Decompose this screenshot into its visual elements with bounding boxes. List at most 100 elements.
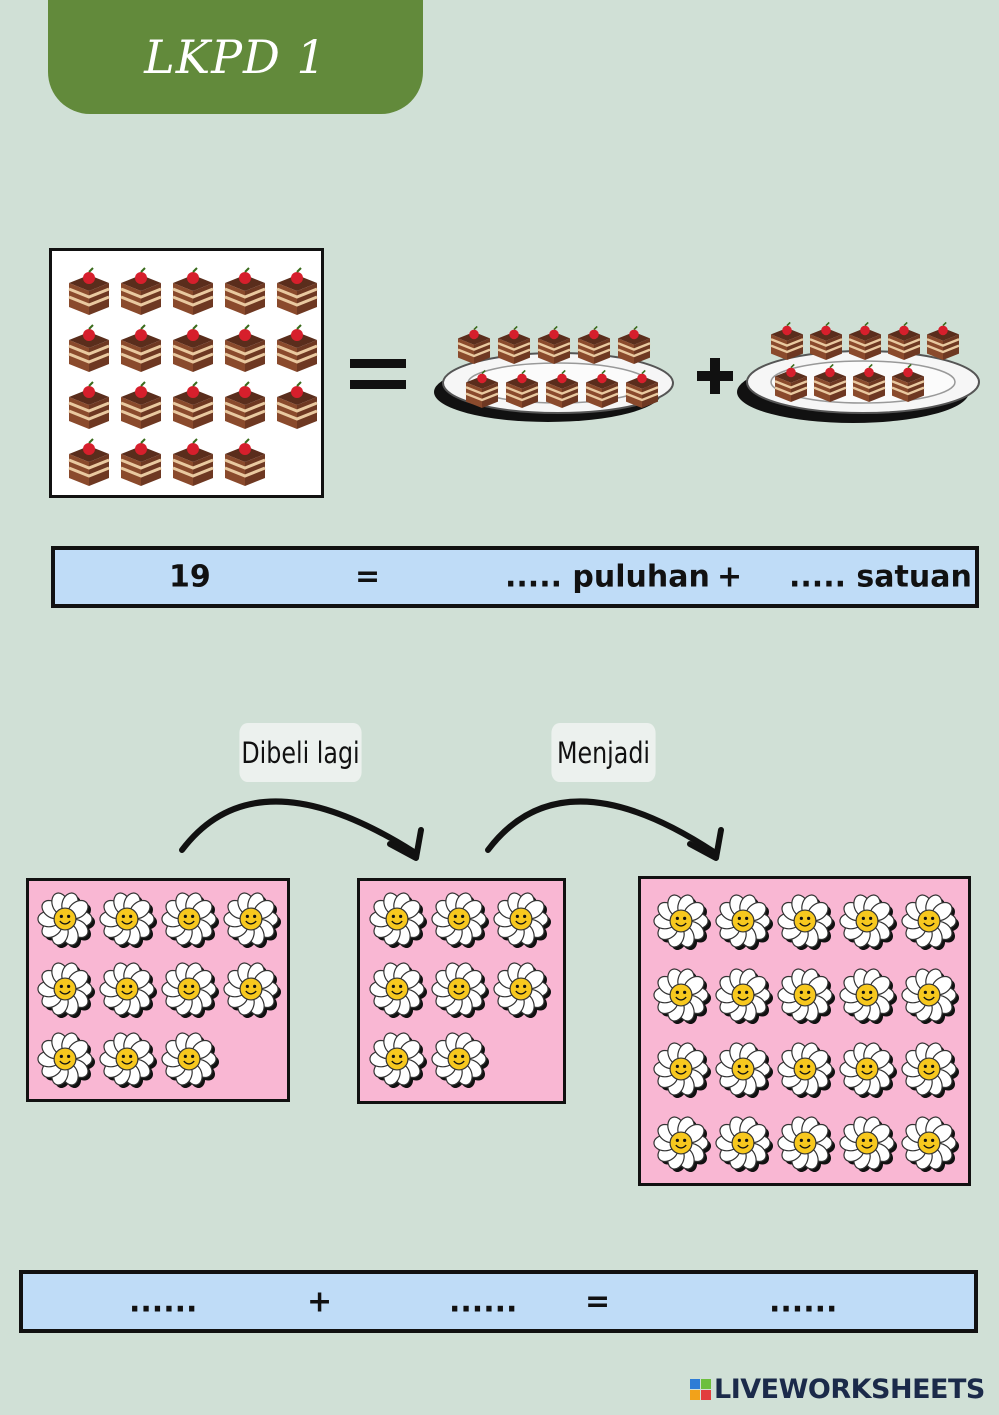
flower-grid-total xyxy=(653,894,960,1172)
cake-icon xyxy=(68,438,110,486)
answer-bar-addition: ...... + ...... = ...... xyxy=(19,1270,978,1333)
cake-icon xyxy=(577,325,611,364)
plate2-cakes xyxy=(770,321,960,402)
smiley-flower-icon xyxy=(493,892,552,948)
smiley-flower-icon xyxy=(369,1032,428,1088)
cake-icon xyxy=(172,438,214,486)
cake-icon xyxy=(625,369,659,408)
plate-ones xyxy=(737,321,980,423)
answer-tens-field[interactable]: ..... puluhan xyxy=(505,559,710,595)
cake-icon xyxy=(585,369,619,408)
cake-icon xyxy=(848,321,882,360)
cake-icon xyxy=(457,325,491,364)
smiley-flower-icon xyxy=(777,1116,836,1172)
flower-grid-start xyxy=(37,892,282,1088)
cake-icon xyxy=(852,363,886,402)
smiley-flower-icon xyxy=(223,892,282,948)
smiley-flower-icon xyxy=(37,892,96,948)
cake-icon xyxy=(224,324,266,372)
cake-grid xyxy=(68,267,318,486)
answer-sum-field[interactable]: ...... xyxy=(769,1284,838,1319)
answer-equals: = xyxy=(585,1284,611,1319)
smiley-flower-icon xyxy=(161,892,220,948)
smiley-flower-icon xyxy=(901,968,960,1024)
smiley-flower-icon xyxy=(223,962,282,1018)
cake-icon xyxy=(545,369,579,408)
smiley-flower-icon xyxy=(161,962,220,1018)
cake-icon xyxy=(809,321,843,360)
cake-icon xyxy=(120,381,162,429)
logo-text: LIVEWORKSHEETS xyxy=(714,1374,985,1405)
cake-icon xyxy=(120,324,162,372)
flower-box-added xyxy=(357,878,566,1104)
answer-number: 19 xyxy=(169,559,211,595)
cake-icon xyxy=(276,324,318,372)
plate1-cakes xyxy=(457,325,659,408)
smiley-flower-icon xyxy=(653,968,712,1024)
answer-ones-field[interactable]: ..... satuan xyxy=(789,559,972,595)
smiley-flower-icon xyxy=(715,1042,774,1098)
smiley-flower-icon xyxy=(839,1116,898,1172)
smiley-flower-icon xyxy=(653,894,712,950)
plate-tens xyxy=(434,325,674,422)
smiley-flower-icon xyxy=(161,1032,220,1088)
cake-icon xyxy=(120,267,162,315)
liveworksheets-logo-icon xyxy=(690,1379,711,1400)
flower-grid-added xyxy=(369,892,552,1088)
answer-addend-a-field[interactable]: ...... xyxy=(129,1284,198,1319)
cake-group-box xyxy=(49,248,324,498)
page-title: LKPD 1 xyxy=(48,0,423,114)
cake-icon xyxy=(497,325,531,364)
arrow-bought-more-icon xyxy=(179,798,424,861)
smiley-flower-icon xyxy=(839,968,898,1024)
smiley-flower-icon xyxy=(369,962,428,1018)
cake-icon xyxy=(224,267,266,315)
answer-plus: + xyxy=(717,559,743,595)
cake-icon xyxy=(537,325,571,364)
smiley-flower-icon xyxy=(431,1032,490,1088)
smiley-flower-icon xyxy=(777,894,836,950)
flower-box-total xyxy=(638,876,971,1186)
arrow-becomes-icon xyxy=(485,798,724,861)
smiley-flower-icon xyxy=(715,968,774,1024)
smiley-flower-icon xyxy=(839,894,898,950)
answer-plus: + xyxy=(307,1284,333,1319)
smiley-flower-icon xyxy=(901,1042,960,1098)
cake-icon xyxy=(774,363,808,402)
cake-icon xyxy=(172,324,214,372)
cake-icon xyxy=(68,267,110,315)
cake-icon xyxy=(887,321,921,360)
plus-sign xyxy=(695,356,735,401)
cake-icon xyxy=(813,363,847,402)
smiley-flower-icon xyxy=(901,894,960,950)
equals-sign xyxy=(348,355,408,400)
smiley-flower-icon xyxy=(839,1042,898,1098)
smiley-flower-icon xyxy=(653,1042,712,1098)
liveworksheets-logo: LIVEWORKSHEETS xyxy=(690,1374,985,1405)
smiley-flower-icon xyxy=(777,1042,836,1098)
smiley-flower-icon xyxy=(99,962,158,1018)
label-becomes: Menjadi xyxy=(551,723,656,782)
smiley-flower-icon xyxy=(653,1116,712,1172)
cake-icon xyxy=(224,438,266,486)
cake-icon xyxy=(505,369,539,408)
smiley-flower-icon xyxy=(715,894,774,950)
smiley-flower-icon xyxy=(431,892,490,948)
answer-equals: = xyxy=(355,559,381,595)
flower-box-start xyxy=(26,878,290,1102)
answer-addend-b-field[interactable]: ...... xyxy=(449,1284,518,1319)
smiley-flower-icon xyxy=(369,892,428,948)
cake-icon xyxy=(120,438,162,486)
cake-icon xyxy=(68,324,110,372)
cake-icon xyxy=(68,381,110,429)
cake-icon xyxy=(770,321,804,360)
smiley-flower-icon xyxy=(901,1116,960,1172)
cake-icon xyxy=(276,267,318,315)
smiley-flower-icon xyxy=(37,1032,96,1088)
cake-icon xyxy=(224,381,266,429)
smiley-flower-icon xyxy=(777,968,836,1024)
smiley-flower-icon xyxy=(37,962,96,1018)
smiley-flower-icon xyxy=(99,1032,158,1088)
smiley-flower-icon xyxy=(493,962,552,1018)
smiley-flower-icon xyxy=(431,962,490,1018)
